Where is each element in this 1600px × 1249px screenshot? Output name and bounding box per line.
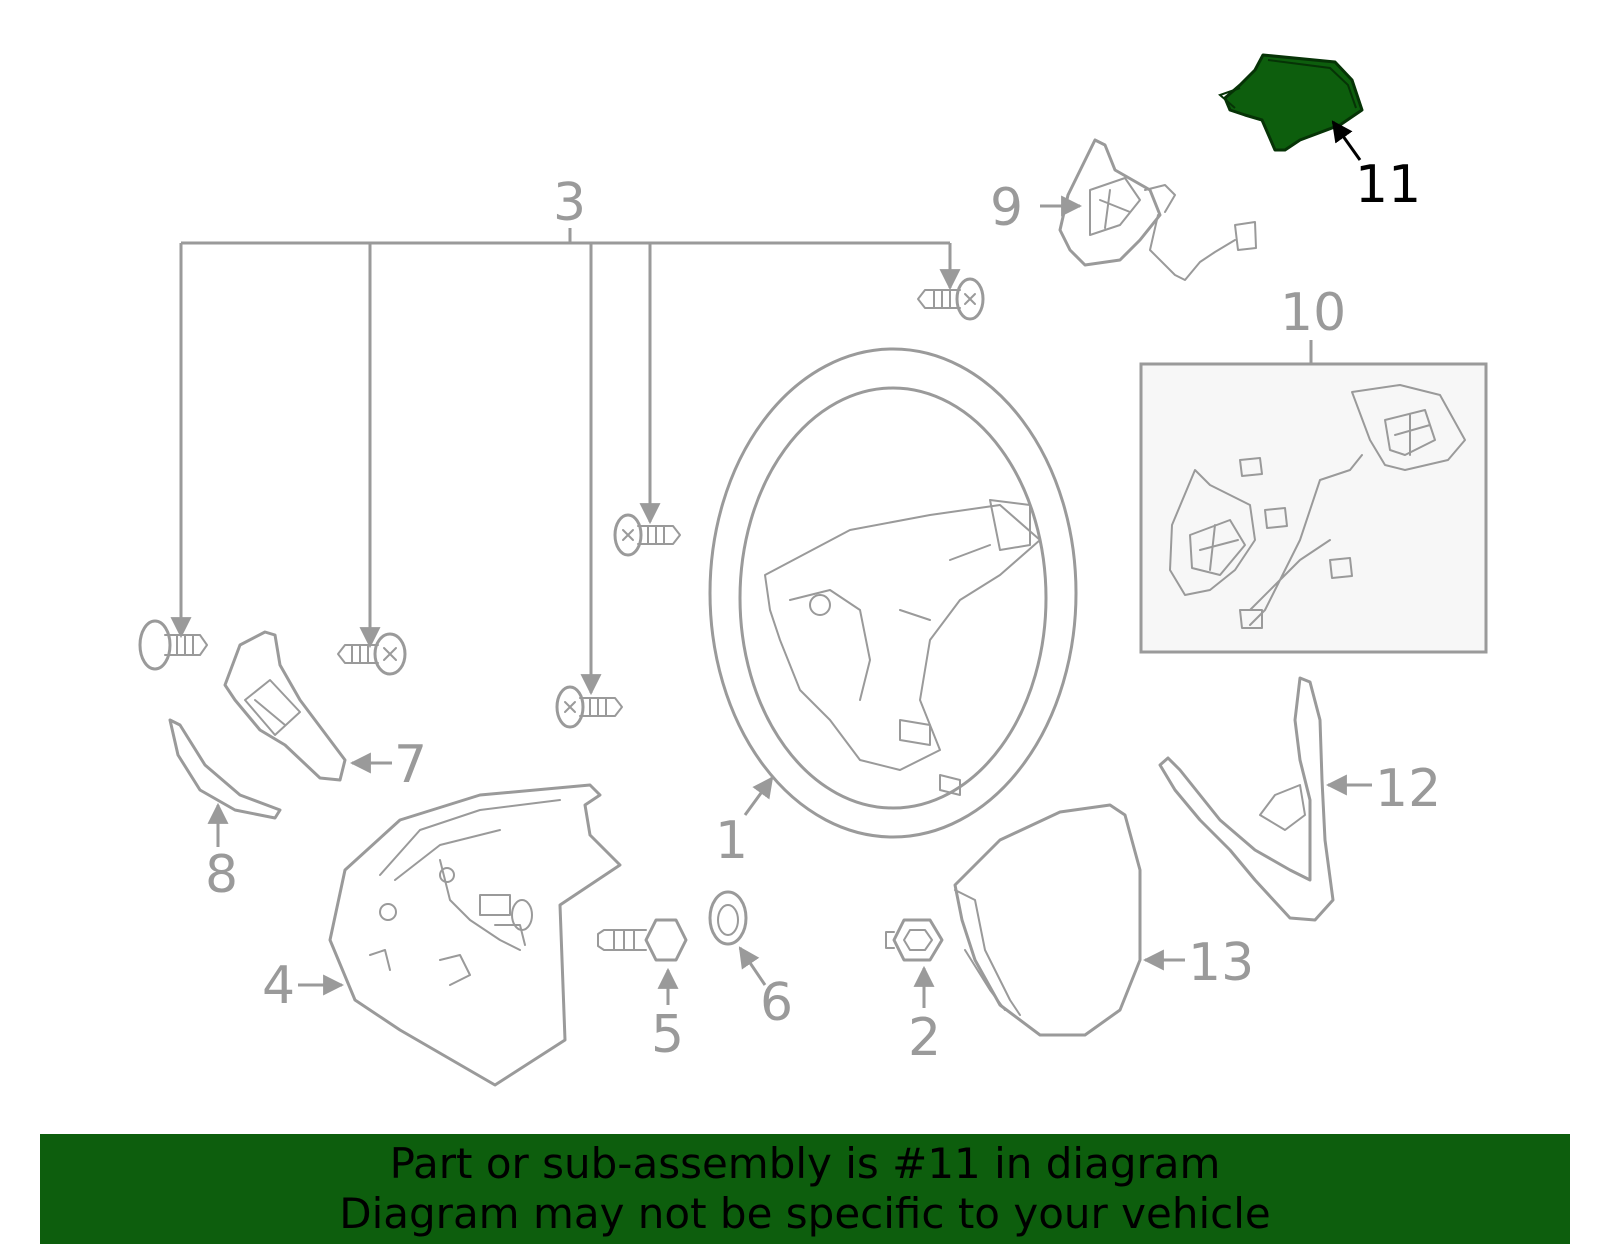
lower-cover	[328, 783, 622, 1087]
screw-group-bracket	[170, 228, 961, 696]
bolt	[597, 918, 688, 962]
callout-6: 6	[760, 973, 793, 1033]
banner-line-part-number: Part or sub-assembly is #11 in diagram	[389, 1139, 1221, 1188]
switch-bezel	[223, 630, 347, 782]
airbag	[953, 803, 1142, 1037]
washer	[708, 890, 748, 946]
callout-8: 8	[205, 845, 238, 905]
callout-5: 5	[651, 1005, 684, 1065]
callout-12: 12	[1375, 759, 1441, 819]
callout-13: 13	[1188, 933, 1254, 993]
callout-7: 7	[394, 735, 427, 795]
callout-4: 4	[262, 956, 295, 1016]
banner-line-disclaimer: Diagram may not be specific to your vehi…	[339, 1189, 1271, 1238]
info-banner: Part or sub-assembly is #11 in diagram D…	[40, 1134, 1570, 1244]
screw-2	[337, 632, 407, 676]
callout-1: 1	[715, 811, 748, 871]
trim-strip	[168, 718, 282, 820]
callout-9: 9	[990, 178, 1023, 238]
screw-1	[138, 619, 208, 671]
screw-5	[917, 277, 985, 321]
callout-11: 11	[1355, 155, 1421, 215]
switch-assembly-left	[1058, 138, 1257, 281]
switch-kit-box	[1139, 340, 1488, 654]
callout-10: 10	[1280, 283, 1346, 343]
highlighted-switch-part	[1218, 53, 1364, 152]
callout-3: 3	[553, 173, 586, 233]
lower-garnish	[1158, 676, 1335, 922]
callout-2: 2	[908, 1008, 941, 1068]
nut	[885, 918, 944, 962]
steering-wheel	[708, 347, 1078, 839]
screw-4	[613, 513, 681, 557]
screw-3	[555, 685, 623, 729]
